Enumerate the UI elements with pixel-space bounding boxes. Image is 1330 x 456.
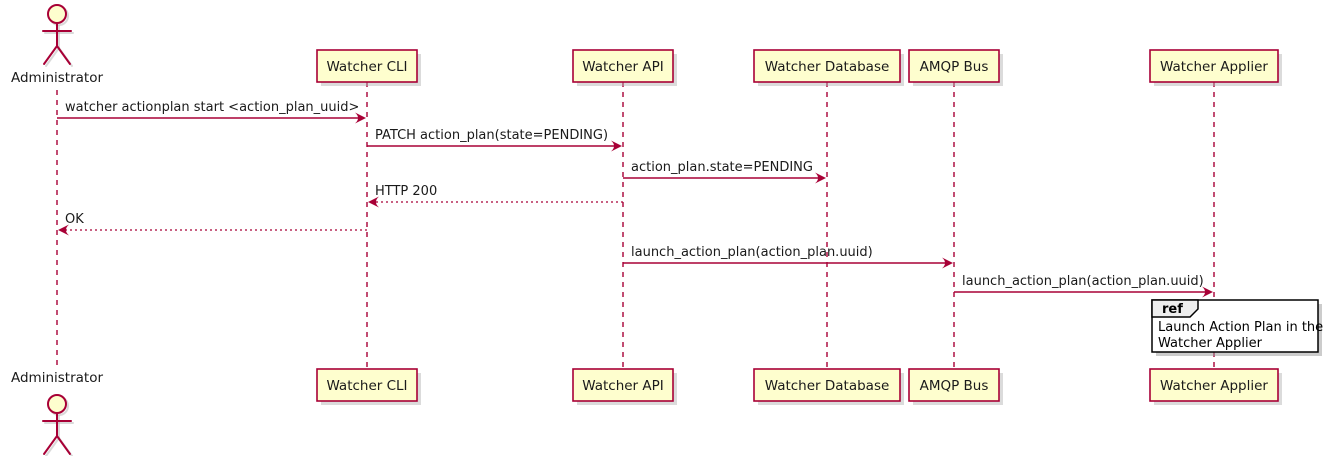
messages-group: watcher actionplan start <action_plan_uu… [57, 100, 1213, 298]
actor-leg-right [56, 435, 71, 455]
participants-top-group: Administrator Watcher CLI Watcher API Watch… [11, 4, 1282, 86]
participant-top-amqp-bus[interactable]: AMQP Bus [908, 49, 1003, 86]
message-label-6: launch_action_plan(action_plan.uuid) [631, 245, 873, 260]
participant-box [1149, 368, 1279, 402]
actor-leg-left-shadow [45, 437, 60, 456]
actor-head-icon [47, 4, 67, 24]
message-4[interactable]: HTTP 200 [368, 184, 623, 208]
participant-label-watcher-api: Watcher API [582, 59, 664, 75]
participant-label-watcher-api: Watcher API [582, 378, 664, 394]
participant-label-watcher-applier: Watcher Applier [1160, 378, 1268, 394]
participant-box [316, 368, 418, 402]
message-6[interactable]: launch_action_plan(action_plan.uuid) [623, 245, 953, 269]
actor-administrator[interactable]: Administrator [11, 370, 103, 456]
message-arrowhead [368, 196, 379, 208]
message-7[interactable]: launch_action_plan(action_plan.uuid) [954, 274, 1213, 298]
message-arrowhead [942, 257, 953, 269]
participant-box [908, 368, 1000, 402]
message-3[interactable]: action_plan.state=PENDING [623, 160, 826, 184]
ref-frame-text-line-0: Launch Action Plan in the [1158, 320, 1323, 335]
participant-label-watcher-database: Watcher Database [765, 59, 890, 75]
participant-label-watcher-applier: Watcher Applier [1160, 59, 1268, 75]
participant-label-amqp-bus: AMQP Bus [920, 378, 989, 394]
message-arrowhead [1202, 286, 1213, 298]
participant-box [753, 49, 901, 83]
participant-label-amqp-bus: AMQP Bus [920, 59, 989, 75]
actor-head-icon [47, 394, 67, 414]
actor-label-administrator: Administrator [11, 370, 103, 386]
message-label-1: watcher actionplan start <action_plan_uu… [65, 100, 359, 115]
message-5[interactable]: OK [58, 212, 367, 236]
message-2[interactable]: PATCH action_plan(state=PENDING) [367, 128, 622, 152]
message-arrowhead [815, 172, 826, 184]
ref-frame-text-line-1: Watcher Applier [1158, 336, 1263, 351]
participant-top-watcher-api[interactable]: Watcher API [572, 49, 677, 86]
actor-leg-left [43, 435, 58, 455]
participant-label-watcher-database: Watcher Database [765, 378, 890, 394]
ref-frame-tab [1151, 299, 1199, 318]
participant-top-watcher-cli[interactable]: Watcher CLI [316, 49, 421, 86]
participant-box [572, 368, 674, 402]
actor-label-administrator: Administrator [11, 70, 103, 86]
participant-bottom-watcher-applier[interactable]: Watcher Applier [1149, 368, 1282, 405]
participant-box [316, 49, 418, 83]
participant-label-watcher-cli: Watcher CLI [326, 59, 407, 75]
participant-bottom-watcher-api[interactable]: Watcher API [572, 368, 677, 405]
participant-bottom-watcher-database[interactable]: Watcher Database [753, 368, 904, 405]
participant-bottom-amqp-bus[interactable]: AMQP Bus [908, 368, 1003, 405]
message-label-7: launch_action_plan(action_plan.uuid) [962, 274, 1204, 289]
message-label-3: action_plan.state=PENDING [631, 160, 813, 175]
participant-box [572, 49, 674, 83]
participant-bottom-watcher-cli[interactable]: Watcher CLI [316, 368, 421, 405]
message-label-5: OK [65, 212, 84, 227]
participant-top-watcher-applier[interactable]: Watcher Applier [1149, 49, 1282, 86]
actor-administrator[interactable]: Administrator [11, 4, 103, 86]
lifelines-group [56, 82, 1215, 370]
actor-leg-left [43, 45, 58, 65]
participant-top-watcher-database[interactable]: Watcher Database [753, 49, 904, 86]
actor-leg-left-shadow [45, 47, 60, 67]
participant-label-watcher-cli: Watcher CLI [326, 378, 407, 394]
message-arrowhead [611, 140, 622, 152]
message-arrowhead [355, 112, 366, 124]
actor-leg-right [56, 45, 71, 65]
message-label-2: PATCH action_plan(state=PENDING) [375, 128, 608, 143]
ref-frame-tab-label: ref [1162, 302, 1183, 317]
participant-box [908, 49, 1000, 83]
participant-box [753, 368, 901, 402]
message-1[interactable]: watcher actionplan start <action_plan_uu… [57, 100, 366, 124]
message-label-4: HTTP 200 [375, 184, 437, 199]
participant-box [1149, 49, 1279, 83]
message-arrowhead [58, 224, 69, 236]
